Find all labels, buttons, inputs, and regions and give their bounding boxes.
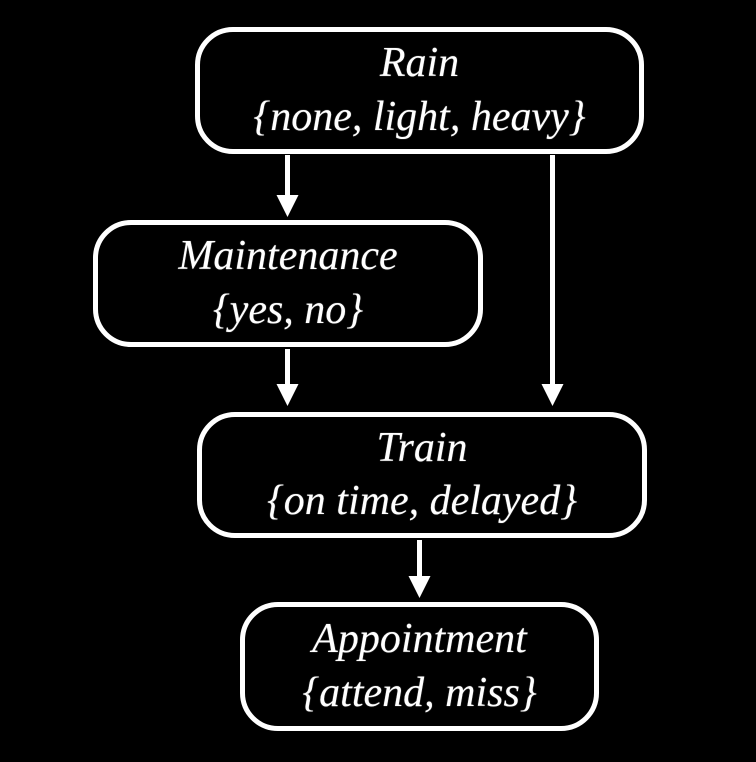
node-rain: Rain {none, light, heavy} bbox=[195, 27, 644, 154]
arrow-rain-to-train bbox=[541, 155, 564, 406]
node-appointment: Appointment {attend, miss} bbox=[240, 602, 599, 731]
node-rain-values: {none, light, heavy} bbox=[253, 93, 586, 140]
node-appointment-label: Appointment bbox=[312, 616, 527, 663]
arrow-train-to-appointment bbox=[408, 540, 431, 598]
node-train-label: Train bbox=[376, 424, 468, 471]
node-maintenance: Maintenance {yes, no} bbox=[93, 220, 483, 347]
node-maintenance-label: Maintenance bbox=[178, 233, 398, 280]
arrow-maintenance-to-train bbox=[276, 349, 299, 406]
node-appointment-values: {attend, miss} bbox=[302, 669, 537, 716]
node-rain-label: Rain bbox=[379, 40, 460, 87]
arrow-rain-to-maintenance bbox=[276, 155, 299, 217]
node-train-values: {on time, delayed} bbox=[267, 478, 577, 524]
node-train: Train {on time, delayed} bbox=[197, 412, 647, 538]
node-maintenance-values: {yes, no} bbox=[212, 286, 364, 333]
